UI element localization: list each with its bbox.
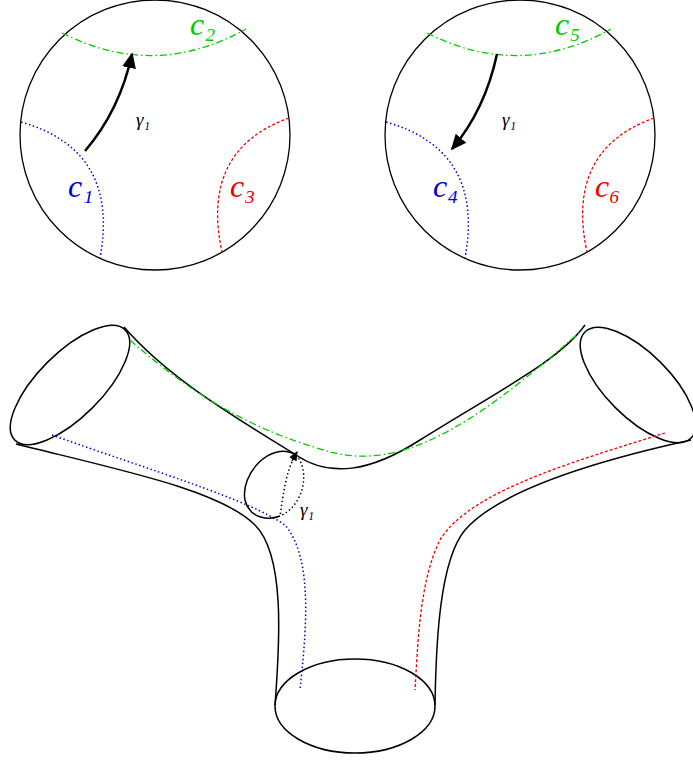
loop-label: γ₁	[502, 110, 516, 129]
curve-c2	[130, 330, 582, 456]
curve-c1	[52, 435, 306, 690]
curve-label: c₂	[190, 8, 215, 40]
curve-label: c₁	[68, 170, 93, 202]
curve-label: c₆	[595, 170, 620, 202]
curve-label: c₄	[433, 170, 458, 202]
curve-label: c₅	[555, 8, 580, 40]
curve-c3	[415, 433, 665, 690]
loop-label: γ₁	[300, 500, 314, 519]
loop-label: γ₁	[136, 110, 150, 129]
pair-of-pants	[0, 307, 693, 753]
hyperbolic-disk	[385, 0, 655, 270]
curve-label: c₃	[230, 170, 255, 202]
hyperbolic-disk	[20, 0, 290, 270]
